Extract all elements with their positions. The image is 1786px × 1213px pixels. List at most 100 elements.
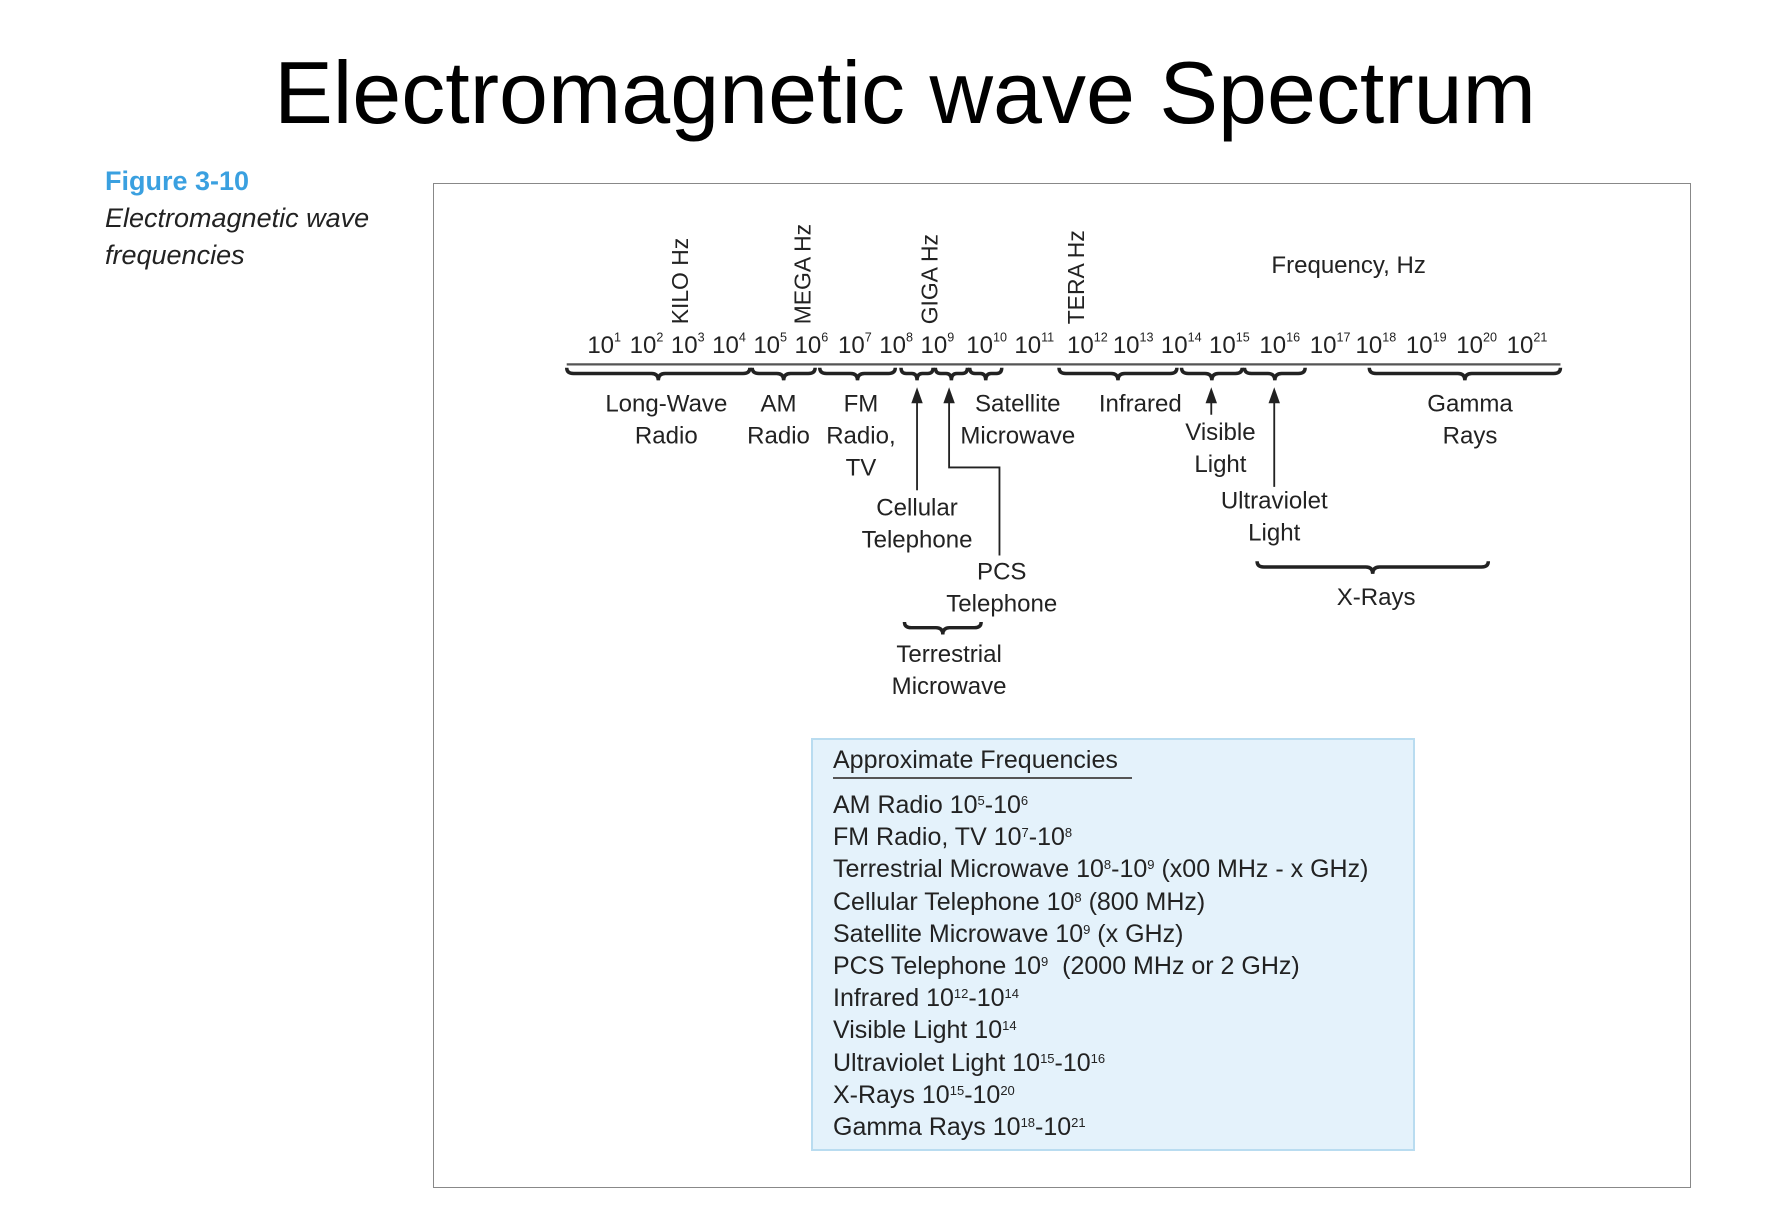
tick-label: 1020 [1456, 330, 1497, 358]
long-wave-brace [564, 367, 752, 381]
tick-label: 105 [753, 330, 787, 358]
frequency-text: Ultraviolet Light 10 [833, 1048, 1041, 1077]
tick-label: 1017 [1310, 330, 1351, 358]
terrestrial-label: Microwave [892, 673, 1007, 700]
frequency-text: AM Radio 10 [833, 791, 978, 819]
exponent: 8 [1074, 889, 1082, 905]
infrared-brace [1057, 367, 1179, 381]
frequency-text: Terrestrial Microwave 10 [833, 855, 1104, 884]
exponent: 15 [1040, 1050, 1055, 1066]
tick-label: 102 [630, 330, 664, 358]
figure-caption: Electromagnetic wave frequencies [105, 203, 370, 270]
satellite-label: Satellite [975, 390, 1061, 417]
exponent: 8 [1103, 857, 1112, 873]
tick-label: 1013 [1113, 330, 1154, 358]
prefix-giga: GIGA Hz [917, 234, 943, 324]
frequency-line: Cellular Telephone 108 (800 MHz) [833, 886, 1413, 918]
exponent: 20 [1000, 1082, 1015, 1098]
pcs-brace [967, 367, 1004, 381]
frequency-line: AM Radio 105-106 [833, 789, 1413, 821]
long-wave-label: Long-Wave [605, 390, 727, 417]
gamma-label: Gamma [1427, 390, 1513, 417]
tick-label: 106 [795, 330, 829, 358]
cellular-brace [899, 367, 935, 381]
approximate-frequencies-box: Approximate Frequencies AM Radio 105-106… [811, 738, 1415, 1151]
cellular-label: Cellular [876, 494, 957, 521]
tick-label: 1021 [1507, 330, 1548, 358]
frequency-text: (x00 MHz - x GHz) [1154, 855, 1369, 884]
terrestrial-brace [902, 621, 983, 635]
exponent: 12 [953, 986, 969, 1002]
frequency-line: Infrared 1012-1014 [833, 982, 1413, 1014]
tick-label: 107 [838, 330, 872, 358]
exponent: 16 [1090, 1050, 1106, 1066]
fm-label: FM [844, 390, 879, 417]
xrays-brace [1255, 561, 1491, 574]
arrowhead-icon [943, 387, 955, 404]
frequency-text: -10 [984, 791, 1021, 819]
exponent: 9 [1083, 921, 1091, 937]
exponent: 5 [977, 793, 985, 808]
frequency-line: Gamma Rays 1018-1021 [833, 1111, 1413, 1143]
exponent: 7 [1021, 825, 1029, 841]
frequency-text: Infrared 10 [833, 984, 954, 1013]
pcs-label: PCS [977, 559, 1026, 586]
fm-label: Radio, [826, 422, 895, 449]
frequency-text: -10 [1054, 1048, 1091, 1077]
exponent: 21 [1071, 1115, 1086, 1131]
frequency-line: PCS Telephone 109 (2000 MHz or 2 GHz) [833, 950, 1413, 982]
am-label: Radio [747, 422, 810, 449]
arrowhead-icon [1205, 387, 1217, 404]
gamma-brace [1367, 367, 1563, 381]
figure-number: Figure 3-10 [105, 166, 250, 196]
arrowhead-icon [1268, 387, 1280, 404]
tick-label: 1010 [966, 330, 1007, 358]
xrays-label: X-Rays [1337, 584, 1416, 611]
arrows [911, 387, 1280, 556]
exponent: 14 [1004, 986, 1019, 1002]
visible-label: Light [1194, 451, 1246, 478]
exponent: 9 [1147, 857, 1155, 873]
arrowhead-icon [911, 387, 923, 404]
exponent: 15 [949, 1082, 965, 1098]
frequency-text: -10 [968, 984, 1005, 1013]
exponent: 9 [1041, 954, 1049, 970]
tick-label: 109 [920, 330, 954, 358]
axis-label: Frequency, Hz [1271, 252, 1425, 279]
tick-label: 103 [671, 330, 705, 358]
prefix-mega: MEGA Hz [790, 224, 816, 324]
frequency-text: PCS Telephone 10 [833, 952, 1042, 981]
frequency-text: Satellite Microwave 10 [833, 919, 1084, 948]
frequency-text: Gamma Rays 10 [833, 1113, 1021, 1142]
exponent: 6 [1020, 793, 1029, 808]
tick-label: 104 [712, 330, 746, 358]
am-label: AM [760, 390, 796, 417]
terrestrial-label: Terrestrial [896, 641, 1002, 668]
frequency-line: Satellite Microwave 109 (x GHz) [833, 918, 1413, 950]
fm-label: TV [846, 454, 877, 481]
exponent: 14 [1002, 1018, 1017, 1034]
tick-label: 1012 [1067, 330, 1108, 358]
frequency-text: -10 [1028, 823, 1065, 852]
frequency-text: -10 [1035, 1113, 1072, 1142]
tick-label: 1011 [1014, 330, 1054, 358]
pcs-arrow [948, 396, 1001, 556]
infrared-label: Infrared [1099, 390, 1182, 417]
exponent: 18 [1020, 1115, 1036, 1131]
ultraviolet-label: Ultraviolet [1221, 488, 1328, 515]
tick-label: 1018 [1356, 330, 1397, 358]
long-wave-label: Radio [635, 422, 698, 449]
visible-brace [1179, 367, 1244, 381]
tick-label: 108 [879, 330, 913, 358]
frequency-text: X-Rays 10 [833, 1080, 950, 1109]
frequency-text: (2000 MHz or 2 GHz) [1048, 952, 1300, 981]
pcs-label: Telephone [946, 591, 1057, 618]
frequency-line: Terrestrial Microwave 108-109 (x00 MHz -… [833, 853, 1413, 885]
frequency-line: Ultraviolet Light 1015-1016 [833, 1047, 1413, 1079]
ultraviolet-brace [1242, 367, 1307, 381]
frequency-text: FM Radio, TV 10 [833, 823, 1022, 852]
prefix-labels: KILO Hz MEGA Hz GIGA Hz TERA Hz [667, 224, 1089, 324]
prefix-kilo: KILO Hz [667, 238, 693, 324]
